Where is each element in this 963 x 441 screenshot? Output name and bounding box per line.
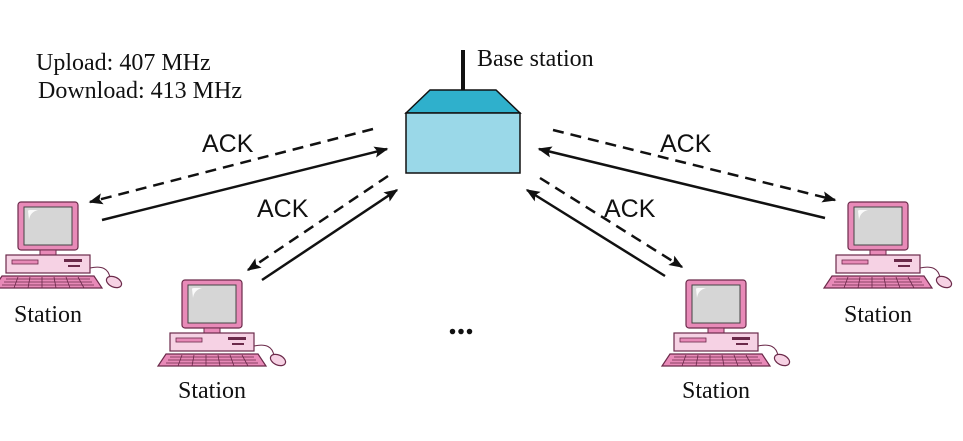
- link-left-outer: [88, 127, 389, 222]
- ack-arrow-left-inner: [246, 174, 389, 272]
- ack-arrow-right-inner: [539, 176, 684, 269]
- ack-label-left-inner: ACK: [257, 195, 309, 223]
- link-right-outer: [537, 128, 837, 220]
- ack-arrow-right-outer: [552, 128, 837, 203]
- upload-arrow-right-outer: [537, 146, 826, 220]
- ack-label-right-inner: ACK: [604, 195, 656, 223]
- ack-arrow-left-outer: [88, 127, 374, 205]
- upload-arrow-right-inner: [525, 188, 666, 278]
- link-right-inner: [525, 176, 684, 278]
- station-3-label: Station: [682, 378, 750, 404]
- station-4-label: Station: [844, 302, 912, 328]
- station-1-label: Station: [14, 302, 82, 328]
- ack-label-left-outer: ACK: [202, 130, 254, 158]
- station-2-label: Station: [178, 378, 246, 404]
- ack-label-right-outer: ACK: [660, 130, 712, 158]
- upload-arrow-left-inner: [261, 188, 399, 282]
- station-1-computer-icon: [0, 201, 124, 291]
- upload-arrow-left-outer: [101, 146, 389, 222]
- base-station-icon: [404, 50, 522, 174]
- upload-frequency: Upload: 407 MHz: [36, 50, 211, 76]
- download-frequency: Download: 413 MHz: [38, 78, 242, 104]
- station-4-computer-icon: [823, 201, 954, 291]
- station-3-computer-icon: [661, 279, 792, 369]
- station-2-computer-icon: [157, 279, 288, 369]
- more-stations-ellipsis: ...: [448, 305, 474, 342]
- base-station-label: Base station: [477, 46, 594, 72]
- link-left-inner: [246, 174, 399, 282]
